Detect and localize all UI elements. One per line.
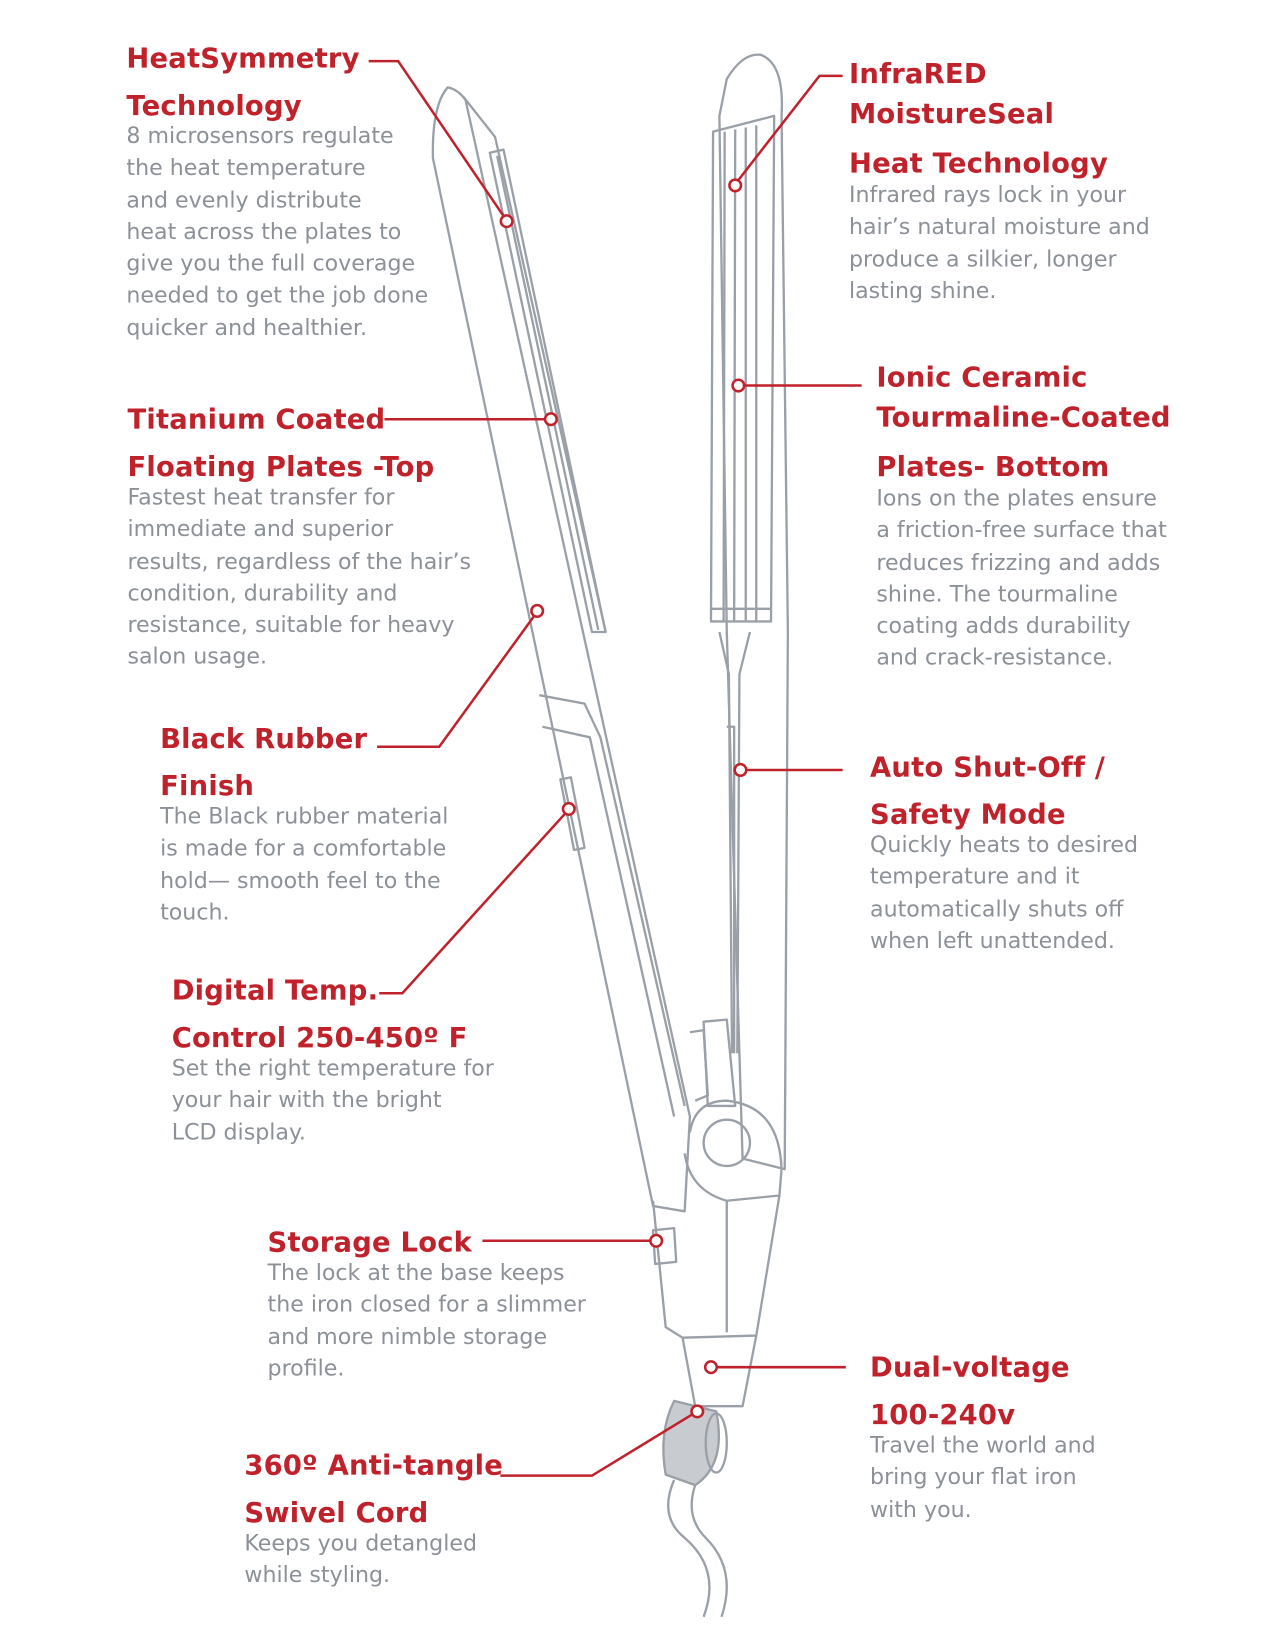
callout-text: a friction-free surface that: [876, 517, 1167, 543]
callout-infrared: InfraRED MoistureSeal Heat Technology In…: [849, 55, 1150, 307]
right-arm-outline: [718, 53, 790, 1171]
callout-text: needed to get the job done: [126, 282, 429, 309]
callout-title: Plates- Bottom: [876, 451, 1110, 484]
callout-text: lasting shine.: [848, 277, 997, 304]
callout-title: Technology: [126, 90, 302, 123]
callout-digital-temp: Digital Temp. Control 250-450º F Set the…: [172, 968, 494, 1148]
callout-text: The Black rubber material: [160, 803, 449, 829]
swivel-cord-joint: [662, 1399, 720, 1487]
callout-storage-lock: Storage Lock The lock at the base keeps …: [268, 1220, 586, 1385]
callout-title: Heat Technology: [848, 148, 1109, 181]
left-arm-outline: [431, 86, 692, 1213]
leader-heatsymmetry: [368, 59, 505, 217]
callout-text: condition, durability and: [127, 580, 398, 606]
callout-dual-voltage: Dual-voltage 100-240v Travel the world a…: [870, 1345, 1096, 1525]
callout-text: reduces frizzing and adds: [876, 549, 1161, 575]
storage-lock: [651, 1226, 678, 1266]
leader-rubber: [377, 615, 536, 749]
callout-text: give you the full coverage: [126, 250, 416, 277]
callout-text: the heat temperature: [126, 155, 366, 181]
callout-heatsymmetry: HeatSymmetry Technology 8 microsensors r…: [126, 36, 428, 344]
leader-digital: [379, 813, 566, 995]
callout-text: your hair with the bright: [171, 1087, 442, 1113]
callout-title: 100-240v: [870, 1399, 1016, 1432]
callout-text: hold— smooth feel to the: [160, 867, 441, 893]
callout-text: Fastest heat transfer for: [127, 484, 395, 510]
callout-title: 360º Anti-tangle: [244, 1450, 504, 1482]
callout-titanium-plates: Titanium Coated Floating Plates -Top Fas…: [127, 397, 471, 673]
callout-ionic-plates: Ionic Ceramic Tourmaline-Coated Plates- …: [876, 358, 1170, 674]
callout-text: LCD display.: [171, 1119, 306, 1145]
callout-auto-shutoff: Auto Shut-Off / Safety Mode Quickly heat…: [870, 745, 1138, 957]
callout-text: immediate and superior: [127, 516, 394, 542]
callout-title: Floating Plates -Top: [127, 451, 435, 484]
callout-text: the iron closed for a slimmer: [267, 1291, 586, 1317]
leader-swivel: [500, 1413, 693, 1477]
bottom-plate: [709, 114, 776, 623]
callout-title: MoistureSeal: [848, 99, 1055, 131]
left-arm-edge: [462, 96, 607, 633]
callout-title: Black Rubber: [160, 723, 368, 756]
callout-text: automatically shuts off: [870, 895, 1124, 922]
callout-black-rubber: Black Rubber Finish The Black rubber mat…: [160, 716, 448, 928]
callout-text: Travel the world and: [870, 1432, 1096, 1458]
handle-base: [651, 1195, 781, 1339]
hinge-circle: [702, 1118, 752, 1168]
callout-text: Quickly heats to desired: [870, 832, 1139, 858]
callout-title: Dual-voltage: [870, 1352, 1070, 1385]
callout-text: salon usage.: [127, 644, 268, 670]
callout-text: results, regardless of the hair’s: [127, 548, 472, 574]
callout-title: Swivel Cord: [244, 1497, 429, 1530]
callout-text: Infrared rays lock in your: [848, 182, 1127, 208]
callout-text: touch.: [160, 899, 230, 925]
callout-text: and crack-resistance.: [876, 645, 1114, 671]
callout-text: Ions on the plates ensure: [876, 485, 1157, 511]
callout-text: coating adds durability: [876, 613, 1131, 639]
callout-text: when left unattended.: [870, 927, 1115, 954]
callout-text: and more nimble storage: [267, 1323, 548, 1349]
callout-text: with you.: [870, 1496, 972, 1522]
callout-text: is made for a comfortable: [160, 835, 447, 861]
top-plate: [488, 148, 607, 634]
callout-title: Finish: [160, 771, 255, 803]
callout-title: Safety Mode: [870, 799, 1066, 832]
callout-text: Keeps you detangled: [244, 1530, 477, 1556]
power-cord: [667, 1479, 728, 1618]
callout-text: bring your flat iron: [870, 1464, 1077, 1490]
callout-title: Digital Temp.: [171, 975, 379, 1007]
callout-text: and evenly distribute: [126, 187, 362, 213]
callout-text: shine. The tourmaline: [876, 581, 1118, 607]
callout-text: produce a silkier, longer: [848, 246, 1117, 272]
callout-title: InfraRED: [848, 58, 987, 91]
callout-text: temperature and it: [870, 864, 1080, 890]
callout-text: resistance, suitable for heavy: [127, 612, 455, 638]
callout-text: quicker and healthier.: [126, 314, 368, 340]
callout-title: Storage Lock: [267, 1227, 473, 1259]
rubber-grip: [539, 694, 686, 1107]
callout-text: while styling.: [244, 1562, 391, 1588]
callout-text: heat across the plates to: [126, 218, 402, 245]
callout-text: The lock at the base keeps: [267, 1259, 565, 1286]
callout-title: Ionic Ceramic: [876, 362, 1088, 394]
callout-text: hair’s natural moisture and: [848, 214, 1150, 240]
leader-infrared: [737, 74, 843, 181]
callout-title: Tourmaline-Coated: [876, 402, 1171, 434]
callout-title: Titanium Coated: [127, 404, 386, 437]
callout-swivel-cord: 360º Anti-tangle Swivel Cord Keeps you d…: [244, 1443, 503, 1591]
callout-title: Control 250-450º F: [171, 1022, 468, 1055]
callout-title: Auto Shut-Off /: [870, 752, 1106, 784]
digital-display: [559, 776, 586, 852]
callout-text: profile.: [267, 1355, 345, 1381]
callout-title: HeatSymmetry: [126, 43, 360, 75]
callout-text: 8 microsensors regulate: [126, 123, 394, 149]
callout-text: Set the right temperature for: [171, 1055, 494, 1081]
